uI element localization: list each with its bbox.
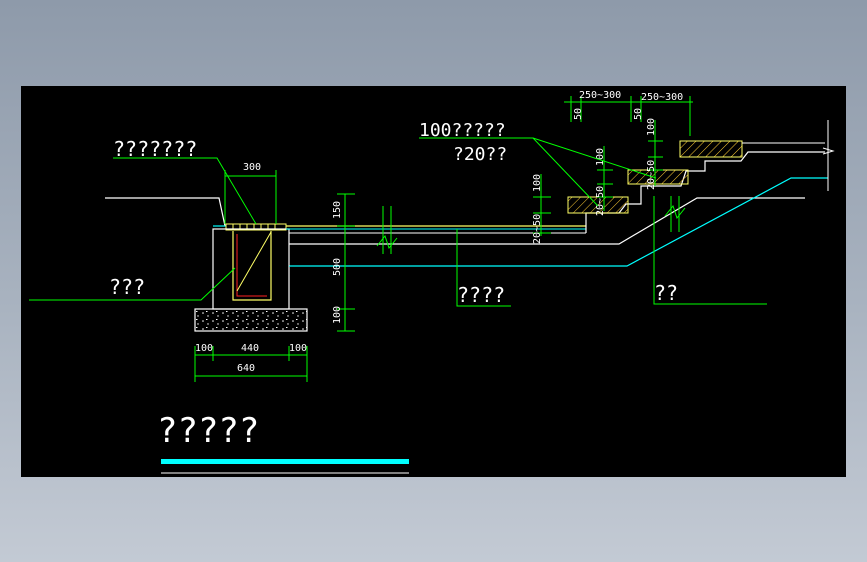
- section-drawing: 300 150 500 100 100 440 100 640 250~300 …: [29, 90, 835, 474]
- drawing-title: ?????: [157, 411, 259, 451]
- break-mark-1: [376, 206, 398, 254]
- dim-base-left-text: 100: [195, 343, 213, 354]
- step-profile: [585, 151, 825, 233]
- dim-tread-b-text: 250~300: [641, 92, 683, 103]
- curb-label: ???????: [113, 137, 197, 161]
- cad-viewport[interactable]: 300 150 500 100 100 440 100 640 250~300 …: [21, 86, 846, 477]
- dim-step-top: [564, 96, 693, 136]
- break-mark-2: [664, 196, 686, 232]
- gutter-diagonal: [236, 231, 272, 292]
- dim-base-mid-text: 440: [241, 343, 259, 354]
- dim-base-row: [194, 346, 308, 382]
- base-line-white: [289, 197, 805, 245]
- dim-curb-width-text: 300: [243, 162, 261, 173]
- paving-label-line2: ?20??: [453, 144, 507, 165]
- dim-vertical-left: [337, 193, 355, 332]
- dim-100-vertical-text: 100: [332, 306, 343, 324]
- leader-paving-2: [532, 137, 657, 179]
- gravel-base: [194, 308, 308, 332]
- gutter-inner-wall: [232, 231, 272, 301]
- gutter-box: [212, 228, 290, 310]
- dim-joint-b-text: 20~50: [595, 186, 606, 216]
- dim-tread-a-text: 250~300: [579, 90, 621, 101]
- dim-riser-100-b-text: 100: [595, 148, 606, 166]
- title-underline-thick: [161, 459, 409, 464]
- dim-joint-c-text: 20~50: [646, 160, 657, 190]
- dim-base-total-text: 640: [237, 363, 255, 374]
- dim-50-b-text: 50: [633, 108, 644, 120]
- leader-curb: [113, 157, 257, 225]
- gutter-rebar: [236, 234, 267, 297]
- dim-50-a-text: 50: [573, 108, 584, 120]
- dim-150-text: 150: [332, 201, 343, 219]
- dim-base-right-text: 100: [289, 343, 307, 354]
- dim-joint-a-text: 20~50: [532, 214, 543, 244]
- pipe-label: ????: [457, 283, 505, 307]
- leader-gutter: [29, 267, 236, 301]
- dim-riser-100-a-text: 100: [532, 174, 543, 192]
- steps-label: ??: [654, 281, 678, 305]
- dim-500-text: 500: [332, 258, 343, 276]
- right-break: [822, 147, 835, 155]
- ground-line-left: [105, 197, 226, 227]
- leader-steps: [653, 196, 767, 305]
- paving-label-line1: 100?????: [419, 120, 506, 141]
- dim-step-risers: [533, 120, 663, 236]
- base-line-cyan: [289, 177, 828, 267]
- leader-paving: [419, 137, 599, 207]
- step-slab-3: [679, 140, 743, 158]
- dim-curb-width: [224, 170, 277, 224]
- gutter-label: ???: [109, 275, 145, 299]
- leader-pipe: [456, 229, 511, 307]
- dim-riser-100-c-text: 100: [646, 118, 657, 136]
